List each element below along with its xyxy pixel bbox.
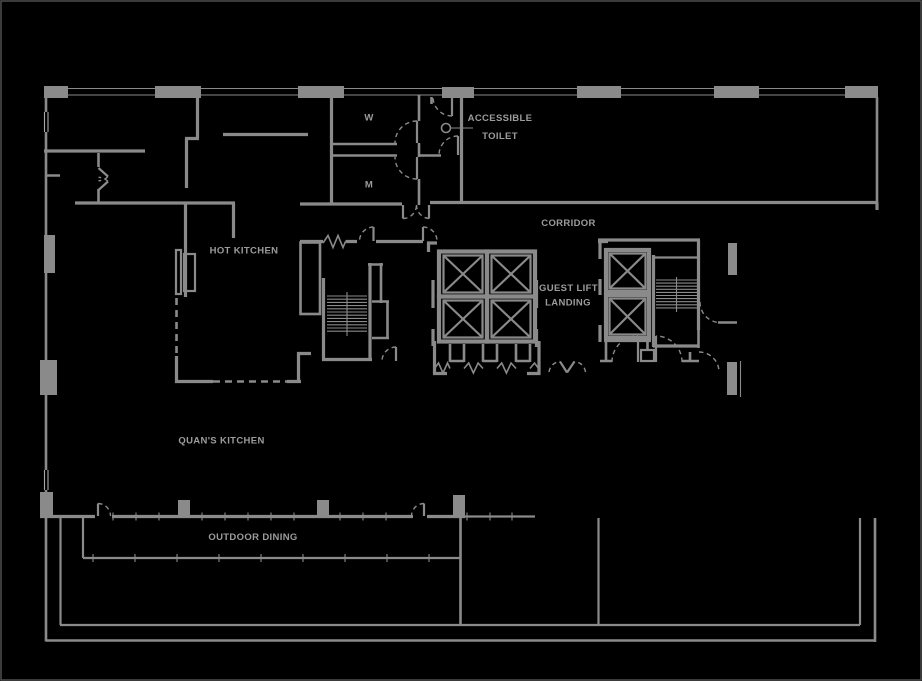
lift-shaft [603,247,652,295]
label-accessible-toilet-line2: TOILET [482,131,518,142]
label-accessible-toilet-line1: ACCESSIBLE [468,113,533,124]
column [317,500,329,517]
lift-core-secondary [598,238,742,397]
railing-ticks [92,554,430,562]
stair-core-east [655,256,697,312]
label-guest-lift-landing-line2: LANDING [545,298,591,309]
label-mens-toilet: M [365,180,373,191]
column [727,362,737,395]
wall-break-symbol [322,233,347,250]
label-womens-toilet: W [364,113,373,124]
guest-lift-core-main [426,241,541,376]
column [44,235,55,273]
shopfront-wall [40,495,535,521]
label-corridor: CORRIDOR [541,218,596,229]
column [728,243,737,275]
north-facade-wall [44,86,878,98]
toilet-block-walls [300,95,878,206]
hot-kitchen-walls [174,241,322,384]
label-quans-kitchen: QUAN'S KITCHEN [178,436,264,447]
lift-shaft [484,294,538,344]
door-swing-arcs [97,96,720,517]
west-facade-wall [40,95,60,518]
door-jamb [639,348,656,363]
label-hot-kitchen: HOT KITCHEN [210,246,279,257]
room-labels: W M ACCESSIBLE TOILET CORRIDOR GUEST LIF… [178,113,598,544]
mullion-ticks [112,512,513,521]
northwest-room-walls [44,95,308,297]
lift-door-jambs [448,344,532,363]
terrace-and-kerb [44,518,877,642]
label-outdoor-dining: OUTDOOR DINING [208,532,297,543]
column [40,492,53,517]
column [40,360,57,395]
label-guest-lift-landing-line1: GUEST LIFT [539,283,598,294]
lift-door-zigzag-symbols [433,361,540,375]
lift-shaft [603,292,652,341]
column [178,500,190,517]
door-leaves [96,97,658,516]
dashed-wall [175,298,287,383]
column [453,495,465,518]
stair-core-west [300,233,423,362]
wc-fixture [440,122,452,134]
